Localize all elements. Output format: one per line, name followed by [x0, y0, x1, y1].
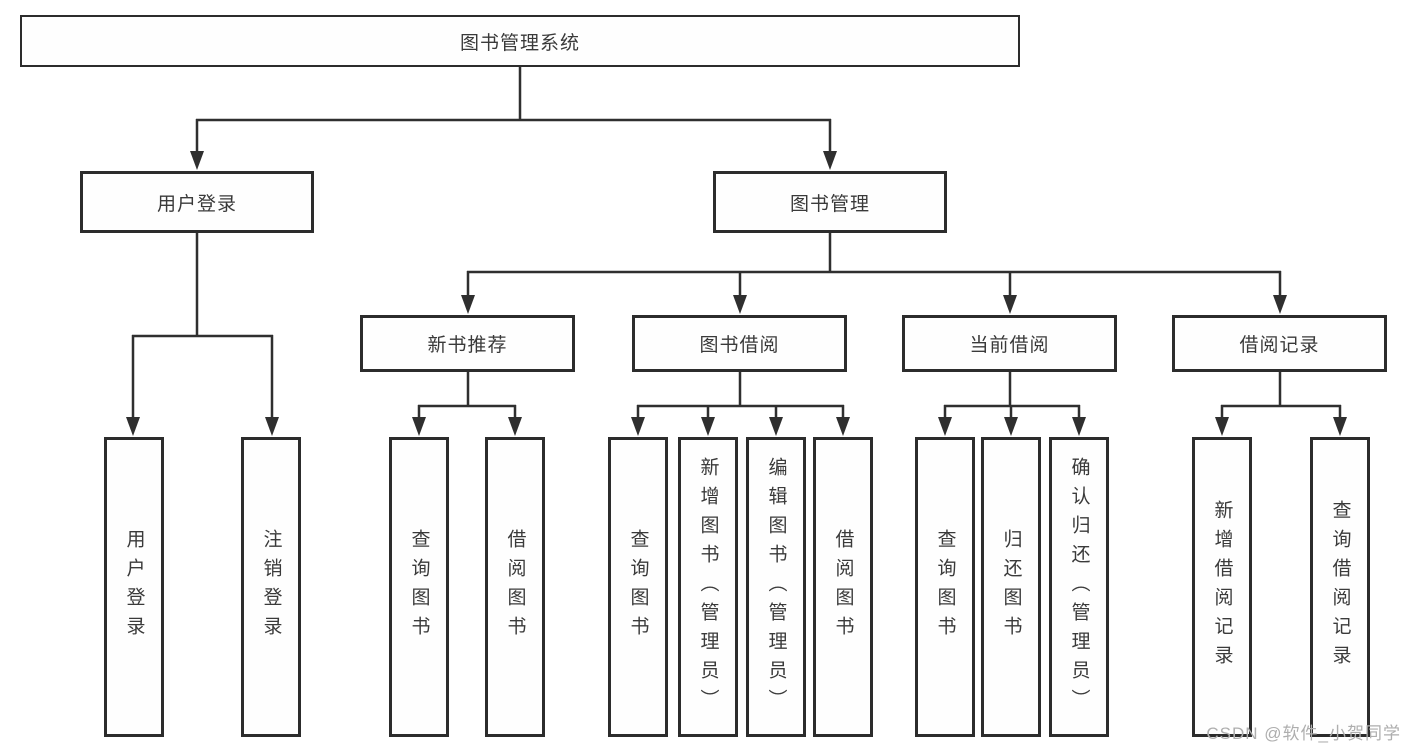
- arrowhead: [1273, 295, 1287, 314]
- edge-new-books-to-leaves: [412, 372, 522, 436]
- arrowhead: [701, 417, 715, 436]
- leaf-label: 查询图书: [627, 529, 649, 645]
- leaf-confirm-return-admin: 确认归还（管理员）: [1049, 437, 1109, 737]
- node-book-management: 图书管理: [713, 171, 947, 233]
- leaf-query-borrow-record: 查询借阅记录: [1310, 437, 1370, 737]
- arrowhead: [1333, 417, 1347, 436]
- node-book-borrow: 图书借阅: [632, 315, 847, 372]
- leaf-query-books-3: 查询图书: [915, 437, 975, 737]
- arrowhead: [1004, 417, 1018, 436]
- node-label: 图书管理: [789, 193, 870, 215]
- edge-book-borrow-to-leaves: [631, 372, 850, 436]
- watermark-text: CSDN @软件_小贺同学: [1206, 724, 1401, 743]
- leaf-label: 用户登录: [123, 529, 145, 645]
- edge-user-login-to-leaves: [126, 233, 279, 436]
- leaf-query-books-2: 查询图书: [608, 437, 668, 737]
- arrowhead: [733, 295, 747, 314]
- arrowhead: [836, 417, 850, 436]
- arrowhead: [823, 151, 837, 170]
- arrowhead: [190, 151, 204, 170]
- leaf-label: 注销登录: [260, 529, 282, 645]
- arrowhead: [1215, 417, 1229, 436]
- node-label: 当前借阅: [969, 335, 1050, 356]
- leaf-label: 查询图书: [408, 529, 430, 645]
- arrowhead: [508, 417, 522, 436]
- leaf-add-borrow-record: 新增借阅记录: [1192, 437, 1252, 737]
- arrowhead: [769, 417, 783, 436]
- edge-current-borrow-to-leaves: [938, 372, 1086, 436]
- arrowhead: [412, 417, 426, 436]
- leaf-label: 查询借阅记录: [1329, 500, 1351, 674]
- leaf-label: 新增图书（管理员）: [697, 456, 719, 718]
- node-new-book-recommend: 新书推荐: [360, 315, 575, 372]
- leaf-label: 借阅图书: [832, 529, 854, 645]
- edge-records-to-leaves: [1215, 372, 1347, 436]
- node-label: 用户登录: [156, 193, 237, 215]
- node-label: 图书管理系统: [459, 32, 580, 54]
- leaf-user-login: 用户登录: [104, 437, 164, 737]
- node-user-login: 用户登录: [80, 171, 314, 233]
- arrowhead: [631, 417, 645, 436]
- node-root-system: 图书管理系统: [20, 15, 1020, 67]
- leaf-query-books-1: 查询图书: [389, 437, 449, 737]
- arrowhead: [1072, 417, 1086, 436]
- node-label: 新书推荐: [427, 335, 508, 356]
- leaf-return-books: 归还图书: [981, 437, 1041, 737]
- node-current-borrow: 当前借阅: [902, 315, 1117, 372]
- leaf-add-books-admin: 新增图书（管理员）: [678, 437, 738, 737]
- arrowhead: [126, 417, 140, 436]
- arrowhead: [1003, 295, 1017, 314]
- leaf-label: 借阅图书: [504, 529, 526, 645]
- node-label: 图书借阅: [699, 335, 780, 356]
- node-label: 借阅记录: [1239, 335, 1320, 356]
- leaf-label: 确认归还（管理员）: [1068, 456, 1090, 718]
- edge-book-mgmt-to-modules: [461, 233, 1287, 314]
- arrowhead: [265, 417, 279, 436]
- leaf-label: 归还图书: [1000, 529, 1022, 645]
- leaf-label: 查询图书: [934, 529, 956, 645]
- leaf-label: 新增借阅记录: [1211, 500, 1233, 674]
- leaf-borrow-books-1: 借阅图书: [485, 437, 545, 737]
- leaf-label: 编辑图书（管理员）: [765, 456, 787, 718]
- node-borrow-records: 借阅记录: [1172, 315, 1387, 372]
- arrowhead: [938, 417, 952, 436]
- leaf-edit-books-admin: 编辑图书（管理员）: [746, 437, 806, 737]
- edge-root-to-branches: [190, 67, 837, 170]
- arrowhead: [461, 295, 475, 314]
- leaf-logout: 注销登录: [241, 437, 301, 737]
- leaf-borrow-books-2: 借阅图书: [813, 437, 873, 737]
